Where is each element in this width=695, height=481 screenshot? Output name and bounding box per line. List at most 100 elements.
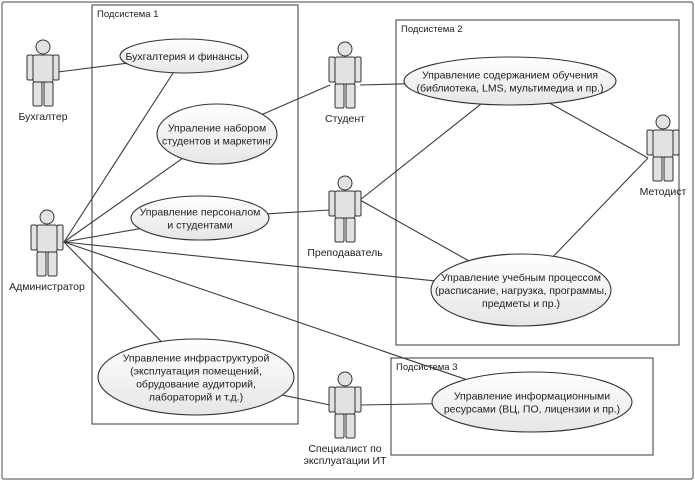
- subsystem-s2-box: [395, 19, 680, 346]
- actor-buh-body: [32, 54, 54, 83]
- use-case-uc6-label-line: (расписание, нагрузка, программы,: [435, 285, 607, 297]
- actor-methodist-right-leg: [663, 156, 674, 182]
- subsystem-s3-label: Подсистема 3: [396, 362, 458, 373]
- actor-admin: Администратор: [9, 209, 85, 293]
- use-case-uc6-label-line: Управление учебным процессом: [441, 272, 601, 284]
- association-layer: [57, 62, 649, 406]
- actor-teacher: Преподаватель: [307, 175, 383, 259]
- association-admin-uc6: [63, 241, 435, 282]
- actor-teacher-right-arm: [354, 190, 362, 217]
- actor-methodist: Методист: [640, 114, 687, 198]
- actor-methodist-right-arm: [672, 129, 680, 156]
- use-case-uc5: Управление содержанием обучения(библиоте…: [403, 56, 617, 106]
- actor-methodist-left-leg: [652, 156, 663, 182]
- actor-itspec-right-leg: [345, 413, 356, 439]
- actor-teacher-left-leg: [334, 217, 345, 243]
- actor-admin-body: [36, 224, 58, 253]
- subsystem-s1-box: [91, 4, 299, 425]
- actor-admin-right-leg: [47, 251, 58, 277]
- use-case-uc7-ellipse: [431, 371, 633, 433]
- use-case-uc4-label-line: обрудование аудиторий,: [136, 379, 256, 391]
- actor-layer: БухгалтерАдминистраторСтудентПреподавате…: [9, 39, 687, 467]
- use-case-uc2-label-line: студентов и маркетинг: [162, 136, 272, 148]
- use-case-uc6-label-line: предметы и пр.): [482, 298, 560, 310]
- use-case-uc4-label-line: (эксплуатация помещений,: [130, 366, 262, 378]
- association-itspec-uc4: [282, 394, 331, 406]
- actor-methodist-label: Методист: [640, 186, 687, 198]
- association-methodist-uc5: [549, 102, 649, 159]
- association-teacher-uc3: [267, 209, 331, 215]
- association-teacher-uc5: [359, 103, 482, 201]
- association-admin-uc1: [63, 72, 174, 243]
- subsystem-s1-label: Подсистема 1: [97, 9, 159, 20]
- use-case-uc2-ellipse: [156, 103, 278, 165]
- actor-teacher-left-arm: [328, 190, 336, 217]
- association-itspec-uc7: [359, 403, 433, 406]
- use-case-uc6-ellipse: [430, 253, 612, 327]
- use-case-uc6: Управление учебным процессом(расписание,…: [430, 253, 612, 327]
- use-case-uc1-ellipse: [119, 38, 249, 74]
- use-case-uc4-ellipse: [97, 338, 295, 416]
- actor-teacher-right-leg: [345, 217, 356, 243]
- actor-student-left-leg: [334, 83, 345, 109]
- actor-itspec-left-arm: [328, 386, 336, 413]
- association-admin-uc4: [63, 241, 162, 342]
- use-case-uc2-label-line: Упраление набором: [168, 123, 266, 135]
- actor-admin-right-arm: [56, 224, 64, 251]
- actor-student-body: [334, 56, 356, 85]
- subsystem-s3-box: [390, 357, 654, 456]
- actor-admin-label: Администратор: [9, 281, 85, 293]
- use-case-uc1: Бухгалтерия и финансы: [119, 38, 249, 74]
- use-case-uc7-label-line: Управление информационными: [454, 391, 610, 403]
- actor-student-label: Студент: [325, 113, 365, 125]
- use-case-uc4-label-line: Управление инфраструктурой: [123, 353, 270, 365]
- actor-teacher-label: Преподаватель: [307, 247, 383, 259]
- use-case-uc5-label-line: Управление содержанием обучения: [422, 70, 598, 82]
- actor-methodist-body: [652, 129, 674, 158]
- actor-itspec-right-arm: [354, 386, 362, 413]
- use-case-uc5-label-line: (библиотека, LMS, мультимедиа и пр.): [416, 83, 603, 95]
- actor-buh-head: [35, 39, 51, 55]
- actor-buh-right-arm: [52, 54, 60, 81]
- use-case-uc3-label-line: и студентами: [167, 220, 232, 232]
- use-case-uc1-label-line: Бухгалтерия и финансы: [125, 51, 242, 63]
- association-student-uc2: [262, 84, 331, 115]
- actor-admin-left-leg: [36, 251, 47, 277]
- actor-itspec-left-leg: [334, 413, 345, 439]
- actor-itspec-head: [337, 371, 353, 387]
- actor-buh-right-leg: [43, 81, 54, 107]
- actor-buh-left-arm: [26, 54, 34, 81]
- association-buh-uc1: [57, 62, 127, 73]
- association-admin-uc2: [63, 158, 183, 243]
- use-case-uc3-ellipse: [130, 195, 270, 241]
- actor-itspec-body: [334, 386, 356, 415]
- association-admin-uc3: [63, 228, 140, 243]
- actor-itspec-label: эксплуатации ИТ: [303, 455, 387, 467]
- actor-teacher-body: [334, 190, 356, 219]
- actor-admin-head: [39, 209, 55, 225]
- use-case-uc3-label-line: Управление персоналом: [140, 207, 261, 219]
- actor-admin-left-arm: [30, 224, 38, 251]
- association-student-uc5: [359, 83, 405, 86]
- actor-teacher-head: [337, 175, 353, 191]
- actor-methodist-left-arm: [646, 129, 654, 156]
- use-case-uc5-ellipse: [403, 56, 617, 106]
- actor-methodist-head: [655, 114, 671, 130]
- actor-student-left-arm: [328, 56, 336, 83]
- actor-student-right-leg: [345, 83, 356, 109]
- use-case-uc7-label-line: ресурсами (ВЦ, ПО, лицензии и пр.): [444, 404, 620, 416]
- association-admin-uc7: [63, 241, 467, 380]
- association-methodist-uc6: [552, 157, 649, 257]
- actor-buh-left-leg: [32, 81, 43, 107]
- actor-student-right-arm: [354, 56, 362, 83]
- use-case-uc4: Управление инфраструктурой(эксплуатация …: [97, 338, 295, 416]
